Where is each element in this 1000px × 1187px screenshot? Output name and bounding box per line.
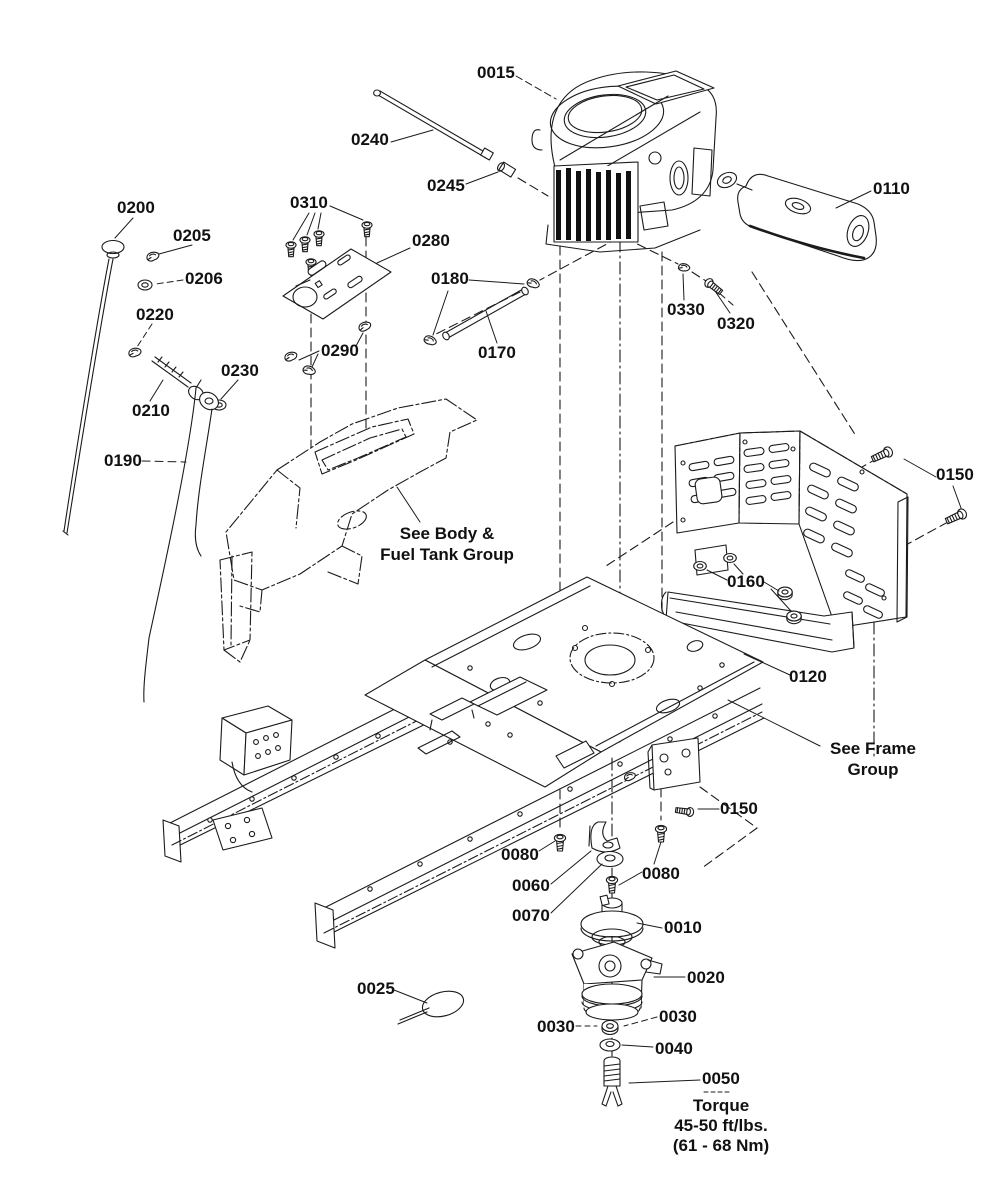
- clip-0290-b: [283, 350, 299, 363]
- callout-0290: 0290: [321, 341, 359, 360]
- bolt-0080-b: [654, 824, 668, 843]
- note-see-body-line2: Fuel Tank Group: [380, 545, 514, 564]
- clip-0205: [145, 250, 161, 263]
- callout-0010: 0010: [664, 918, 702, 937]
- callout-0080-right: 0080: [642, 864, 680, 883]
- callout-0015: 0015: [477, 63, 515, 82]
- callout-0320: 0320: [717, 314, 755, 333]
- note-see-body-fuel-tank-group: See Body & Fuel Tank Group: [377, 523, 517, 565]
- callout-0205: 0205: [173, 226, 211, 245]
- bolt-0080-a: [553, 833, 567, 852]
- frame: [163, 577, 764, 948]
- cable-0210: [152, 357, 222, 556]
- callout-0110: 0110: [873, 179, 910, 198]
- note-torque-line1: Torque: [692, 1096, 750, 1115]
- callout-0020: 0020: [687, 968, 725, 987]
- nut-0206: [137, 279, 153, 291]
- callout-0070: 0070: [512, 906, 550, 925]
- bracket-0060: [589, 822, 620, 852]
- callout-0200: 0200: [117, 198, 155, 217]
- callout-0190: 0190: [104, 451, 142, 470]
- note-see-body-line1: See Body &: [399, 524, 495, 543]
- console-body: [220, 399, 477, 662]
- cable-0190-end: [196, 380, 201, 388]
- engine: [532, 71, 716, 252]
- note-torque-spec: Torque 45-50 ft/lbs. (61 - 68 Nm): [646, 1096, 796, 1156]
- dipstick: [63, 241, 124, 536]
- callout-0170: 0170: [478, 343, 516, 362]
- control-panel: [283, 249, 391, 319]
- clip-0180-a: [525, 276, 542, 291]
- note-see-frame-group: See Frame Group: [813, 738, 933, 780]
- bolt-0320: [702, 276, 725, 297]
- note-see-frame-line2: Group: [847, 760, 899, 779]
- callout-0040: 0040: [655, 1039, 693, 1058]
- clip-0220: [127, 346, 143, 359]
- muffler: [715, 169, 876, 260]
- callout-0310: 0310: [290, 193, 328, 212]
- callout-0060: 0060: [512, 876, 550, 895]
- callout-0030-left: 0030: [537, 1017, 575, 1036]
- note-torque-line3: (61 - 68 Nm): [672, 1136, 770, 1155]
- pulley-0010: [581, 895, 643, 947]
- note-see-frame-line1: See Frame: [830, 739, 916, 758]
- fitting-0245: [496, 162, 516, 178]
- screw-0080-c: [605, 875, 619, 894]
- callout-0150-bottom: 0150: [720, 799, 758, 818]
- callout-0050: 0050: [702, 1069, 740, 1088]
- callout-0220: 0220: [136, 305, 174, 324]
- washer-0040: [600, 1039, 620, 1051]
- washer-0030: [601, 1019, 619, 1036]
- callout-0025: 0025: [357, 979, 395, 998]
- callout-0210: 0210: [132, 401, 170, 420]
- bolt-0150-a: [869, 444, 895, 465]
- washer-0070: [597, 852, 623, 867]
- clip-0180-b: [422, 333, 439, 348]
- rod-0170: [441, 286, 529, 341]
- clip-0290-c: [301, 363, 318, 377]
- nuts-0160: [693, 545, 802, 625]
- callout-0150-top: 0150: [936, 465, 974, 484]
- callout-0160: 0160: [727, 572, 765, 591]
- callout-0330: 0330: [667, 300, 705, 319]
- cable-tie-0025: [398, 987, 466, 1024]
- callout-0245: 0245: [427, 176, 465, 195]
- callout-0280: 0280: [412, 231, 450, 250]
- callout-0030-right: 0030: [659, 1007, 697, 1026]
- rod-0240: [374, 90, 494, 160]
- clip-0330: [677, 262, 691, 273]
- leader-lines: [115, 76, 961, 1092]
- clip-0290-a: [357, 319, 373, 333]
- callout-0240: 0240: [351, 130, 389, 149]
- callout-0120: 0120: [789, 667, 827, 686]
- callout-0206: 0206: [185, 269, 223, 288]
- note-torque-line2: 45-50 ft/lbs.: [674, 1116, 768, 1135]
- bolt-0150-b: [943, 506, 969, 527]
- callout-0230: 0230: [221, 361, 259, 380]
- clutch-0020: [572, 942, 662, 1020]
- callout-0080-left: 0080: [501, 845, 539, 864]
- bolt-0050: [602, 1057, 622, 1106]
- heat-shield: [675, 431, 908, 628]
- callout-0180: 0180: [431, 269, 469, 288]
- cable-0190: [144, 388, 196, 702]
- bolt-0150-c: [674, 805, 695, 818]
